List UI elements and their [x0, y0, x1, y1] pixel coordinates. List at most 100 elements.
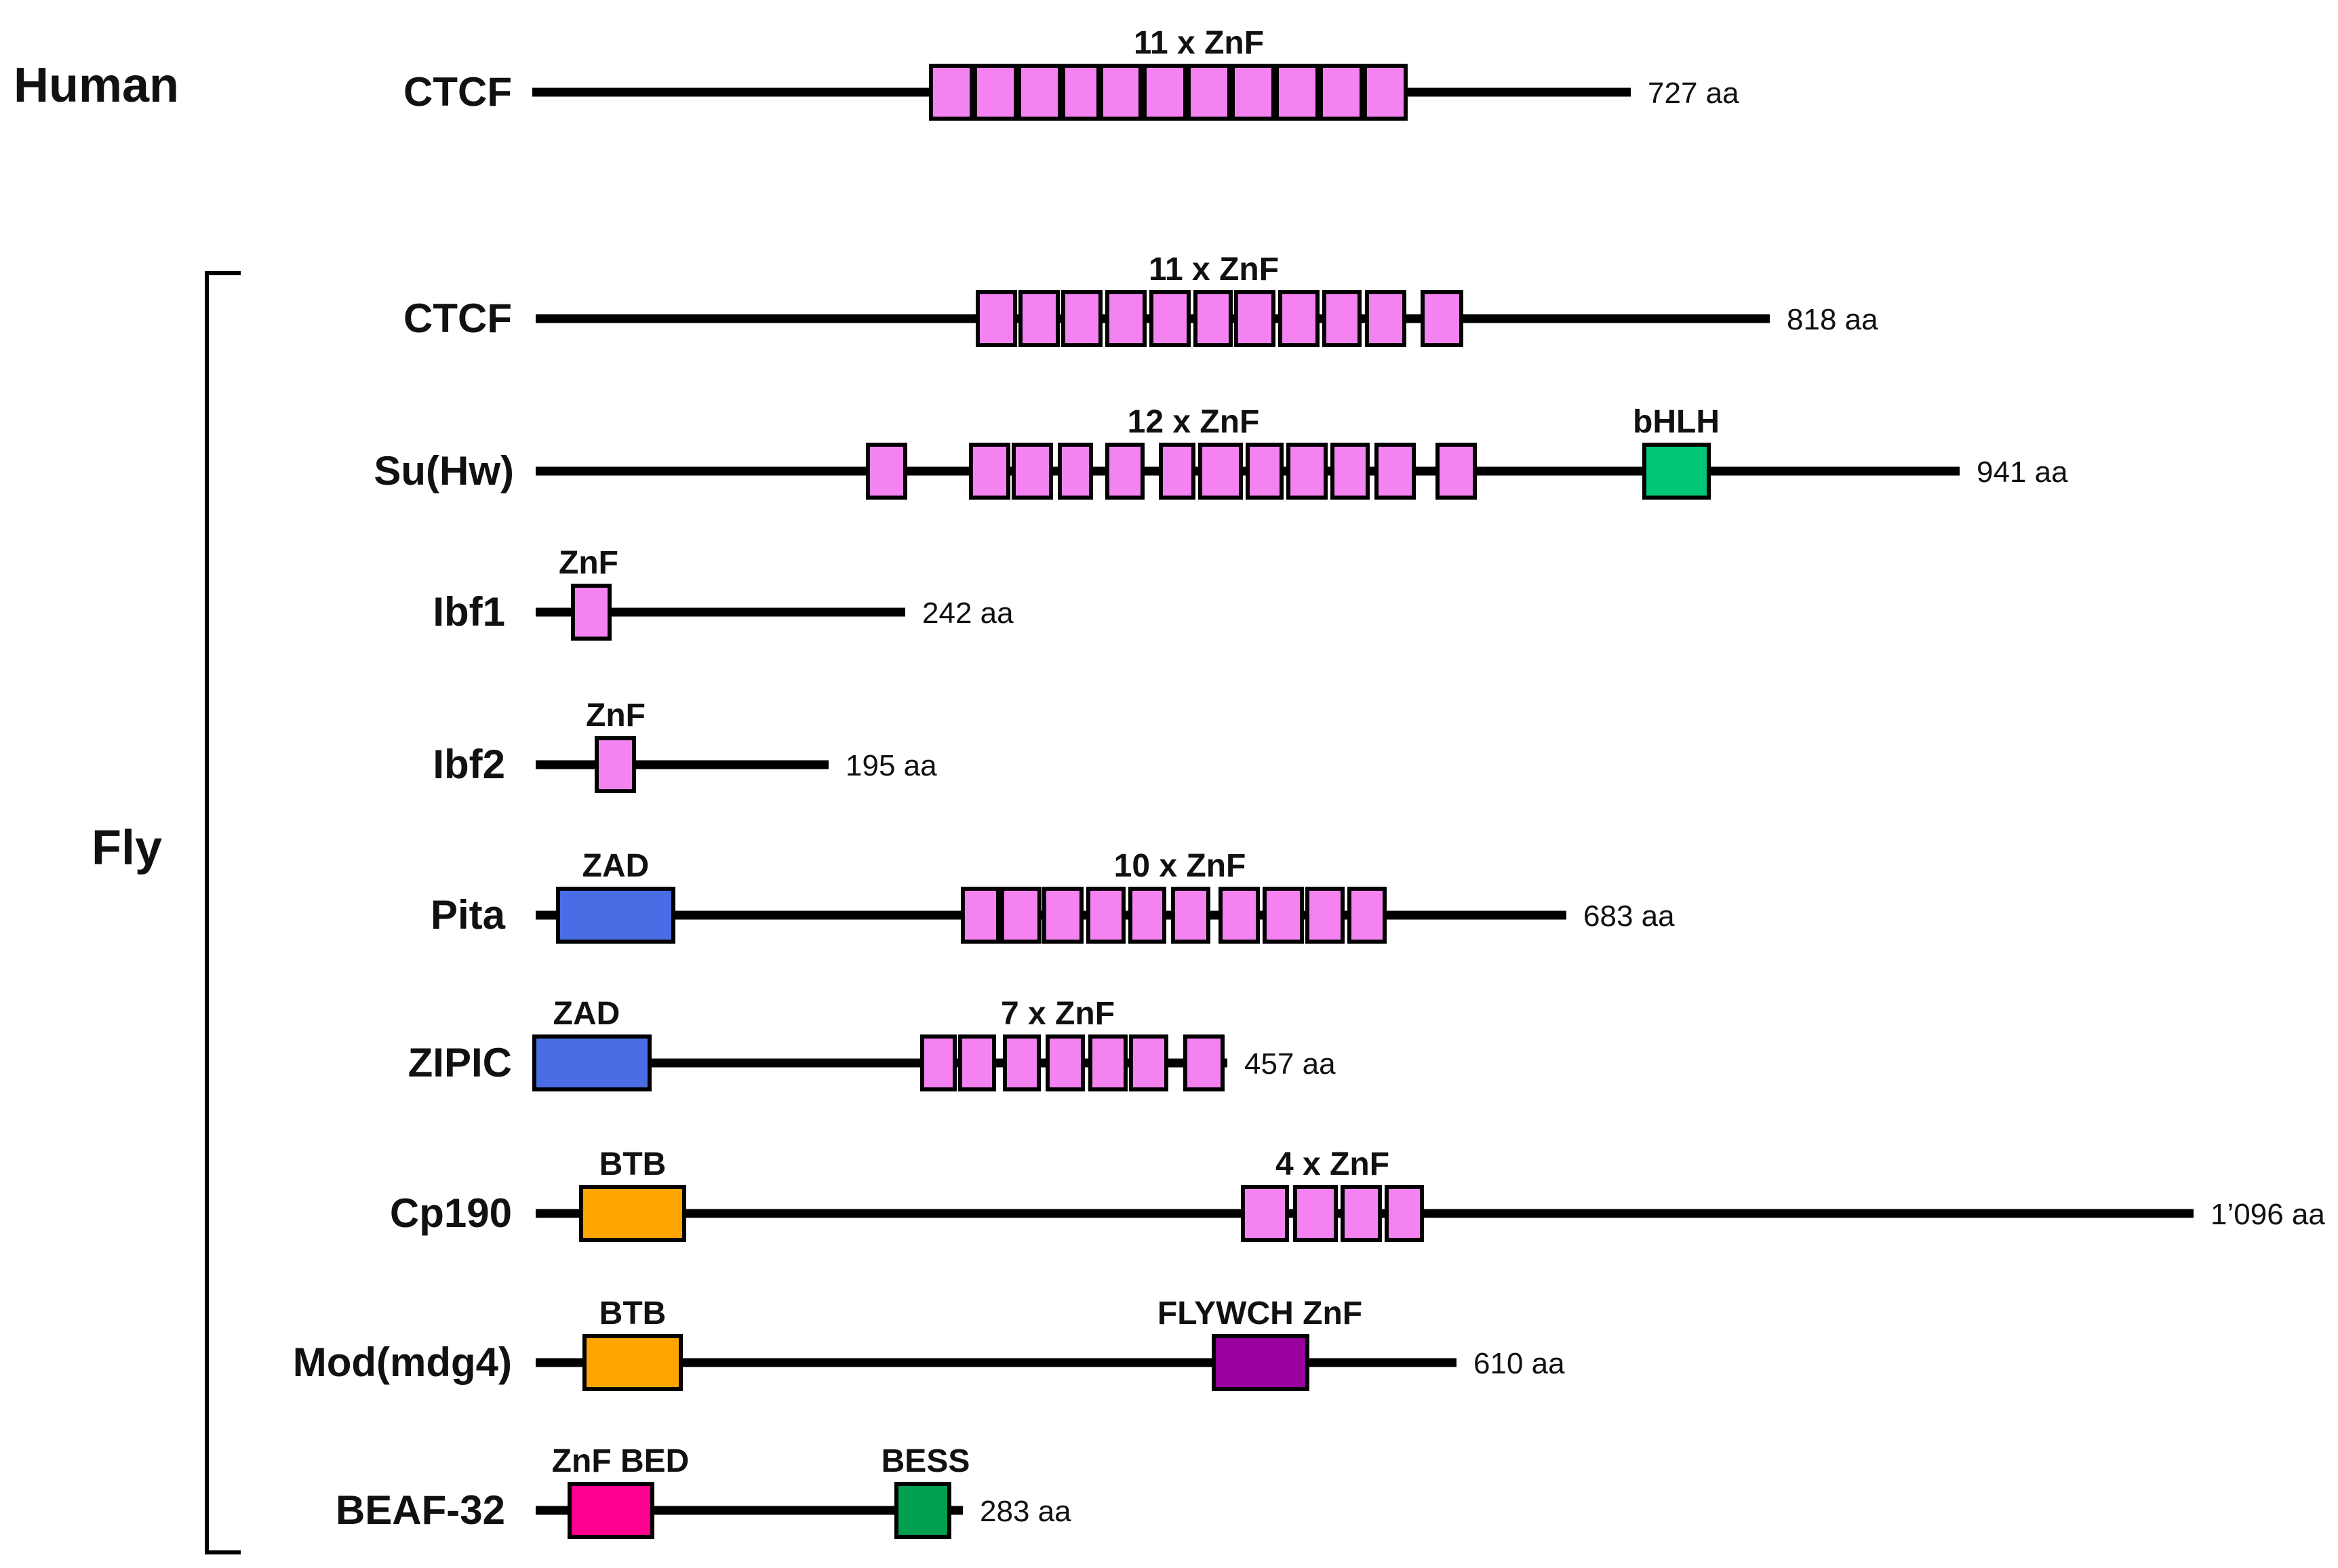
znf-domain-box — [1061, 290, 1103, 347]
znf-domain-box — [920, 1034, 957, 1091]
domain-label: 11 x ZnF — [1134, 25, 1264, 61]
znf-domain-box — [1385, 1185, 1424, 1242]
znf-domain-box — [1159, 443, 1195, 500]
znf-domain-box — [1241, 1185, 1289, 1242]
znf-domain-box — [1058, 443, 1093, 500]
protein-name: CTCF — [403, 296, 512, 341]
protein-row-human-ctcf: CTCF 11 x ZnF 727 aa — [403, 25, 1739, 121]
znf-domain-box — [1365, 290, 1406, 347]
znf-domain-box — [1246, 443, 1284, 500]
znf-domain-box — [1017, 64, 1062, 121]
domain-label: BTB — [599, 1146, 667, 1182]
znf-domain-box — [969, 443, 1010, 500]
length-label: 941 aa — [1977, 456, 2068, 489]
znf-domain-box — [1143, 64, 1187, 121]
znf-domain-box — [1198, 443, 1243, 500]
protein-row-mod-mdg4: Mod(mdg4) BTB FLYWCH ZnF 610 aa — [293, 1295, 1565, 1391]
domain-label: BESS — [881, 1443, 970, 1479]
domain-label: 4 x ZnF — [1275, 1146, 1389, 1182]
protein-name: Ibf1 — [433, 589, 505, 635]
domain-label: ZAD — [582, 848, 650, 884]
znf-domain-box — [929, 64, 974, 121]
znf-domain-box — [1088, 1034, 1128, 1091]
length-label: 610 aa — [1473, 1347, 1565, 1380]
bhlh-domain-box — [1642, 443, 1711, 500]
protein-row-ibf1: Ibf1 ZnF 242 aa — [433, 545, 1014, 641]
znf-domain-box — [1149, 290, 1191, 347]
znf-domain-box — [1003, 1034, 1041, 1091]
znf-domain-box — [1046, 1034, 1085, 1091]
length-label: 727 aa — [1648, 77, 1739, 110]
group-label-fly: Fly — [92, 821, 162, 875]
protein-name: Mod(mdg4) — [293, 1340, 512, 1385]
domain-label: ZnF — [586, 698, 646, 733]
znf-domain-box — [1421, 290, 1463, 347]
domain-label: 10 x ZnF — [1114, 848, 1246, 884]
znf-domain-box — [1341, 1185, 1382, 1242]
znf-domain-box — [1231, 64, 1275, 121]
znf-domain-box — [1187, 64, 1231, 121]
length-label: 457 aa — [1244, 1047, 1336, 1081]
znf-domain-box — [1263, 887, 1304, 944]
bess-domain-box — [894, 1482, 951, 1539]
znf-domain-box — [1000, 887, 1042, 944]
znf-domain-box — [1322, 290, 1362, 347]
flywch-domain-box — [1212, 1334, 1309, 1391]
protein-name: ZIPIC — [408, 1040, 512, 1085]
znf-domain-box — [1018, 290, 1060, 347]
znf-domain-box — [1286, 443, 1328, 500]
znf-domain-box — [1347, 887, 1387, 944]
protein-name: Cp190 — [390, 1190, 512, 1236]
znf-domain-box — [1330, 443, 1370, 500]
znf-domain-box — [1234, 290, 1275, 347]
znf-domain-box — [961, 887, 1000, 944]
znf-domain-box — [1305, 887, 1345, 944]
znf-domain-box — [1374, 443, 1416, 500]
domain-label: ZAD — [553, 996, 620, 1032]
protein-row-pita: Pita ZAD 10 x ZnF 683 aa — [431, 848, 1675, 944]
znf-domain-box — [1086, 887, 1126, 944]
protein-name: Ibf2 — [433, 742, 505, 787]
znf-domain-box — [958, 1034, 996, 1091]
length-label: 683 aa — [1583, 900, 1675, 933]
domain-label: bHLH — [1633, 404, 1720, 440]
group-label-human: Human — [14, 58, 179, 113]
znf-domain-box — [1128, 887, 1166, 944]
length-label: 1’096 aa — [2211, 1198, 2325, 1231]
protein-name: Pita — [431, 892, 506, 938]
znf-domain-box — [1275, 64, 1320, 121]
znf-domain-box — [1218, 887, 1260, 944]
protein-row-zipic: ZIPIC ZAD 7 x ZnF 457 aa — [408, 996, 1336, 1091]
znf-domain-box — [1105, 443, 1145, 500]
znf-domain-box — [1105, 290, 1147, 347]
znf-domain-box — [1171, 887, 1210, 944]
zad-domain-box — [532, 1034, 652, 1091]
domain-label: ZnF — [559, 545, 618, 581]
domain-label: FLYWCH ZnF — [1157, 1295, 1362, 1331]
znf-domain-box — [1099, 64, 1143, 121]
protein-name: CTCF — [403, 69, 512, 115]
znf-domain-box — [1319, 64, 1364, 121]
znf-domain-box — [976, 290, 1017, 347]
fly-bracket — [205, 271, 241, 1554]
znf-domain-box — [1363, 64, 1408, 121]
domain-label: BTB — [599, 1295, 667, 1331]
domain-label: 7 x ZnF — [1001, 996, 1115, 1032]
znf-domain-box — [1293, 1185, 1338, 1242]
length-label: 242 aa — [922, 597, 1014, 630]
znf-domain-box — [1193, 290, 1233, 347]
zad-domain-box — [556, 887, 675, 944]
znf-domain-box — [1012, 443, 1053, 500]
btb-domain-box — [579, 1185, 686, 1242]
length-label: 283 aa — [980, 1495, 1071, 1528]
znf-domain-box — [595, 736, 636, 793]
znf-domain-box — [1278, 290, 1320, 347]
znf-domain-box — [571, 584, 612, 641]
znf-domain-box — [1129, 1034, 1168, 1091]
domain-label: ZnF BED — [552, 1443, 690, 1479]
